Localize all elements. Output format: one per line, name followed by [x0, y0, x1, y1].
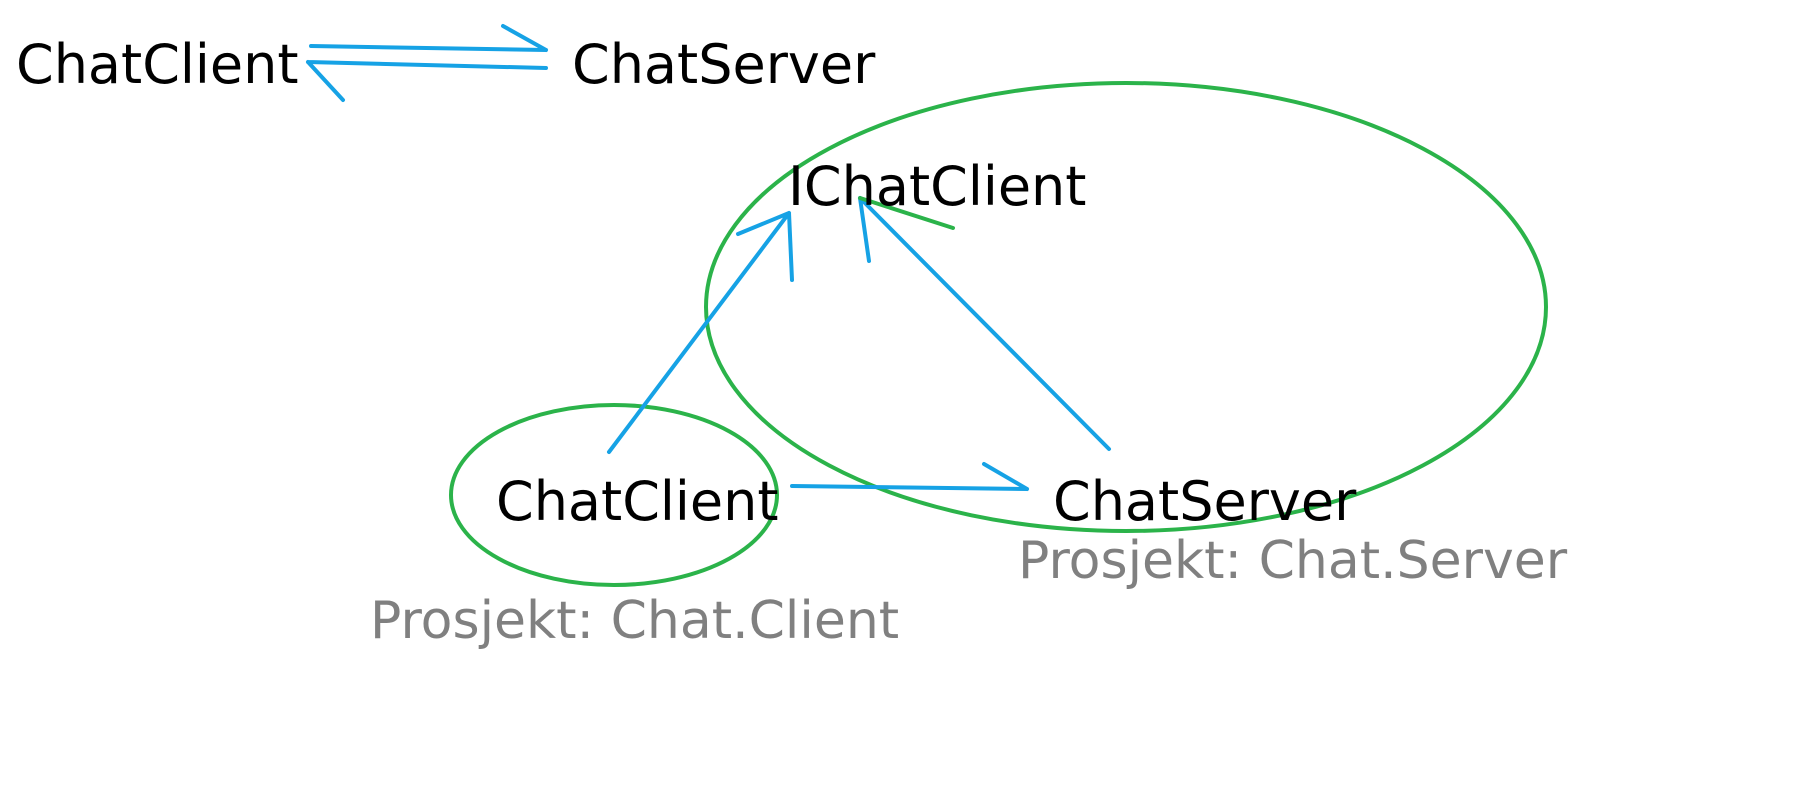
client-to-server-arrow [790, 462, 1029, 491]
top-exchange-arrows [306, 24, 548, 102]
arrow-to-client [306, 60, 548, 102]
server-uses-arrow [858, 196, 1111, 451]
client-label: ChatClient [496, 470, 779, 533]
client-implements-arrow [607, 211, 794, 454]
client-project-ellipse [449, 403, 779, 587]
client-project-label: Prosjekt: Chat.Client [370, 591, 900, 651]
interface-label: IChatClient [788, 155, 1087, 218]
server-label: ChatServer [1053, 470, 1357, 533]
top-chat-server-label: ChatServer [572, 33, 876, 96]
arrow-to-server [309, 24, 548, 52]
server-project-ellipse [704, 81, 1548, 533]
server-uses-arrow-head-green [858, 196, 955, 230]
server-project-label: Prosjekt: Chat.Server [1018, 531, 1568, 591]
top-chat-client-label: ChatClient [16, 33, 299, 96]
